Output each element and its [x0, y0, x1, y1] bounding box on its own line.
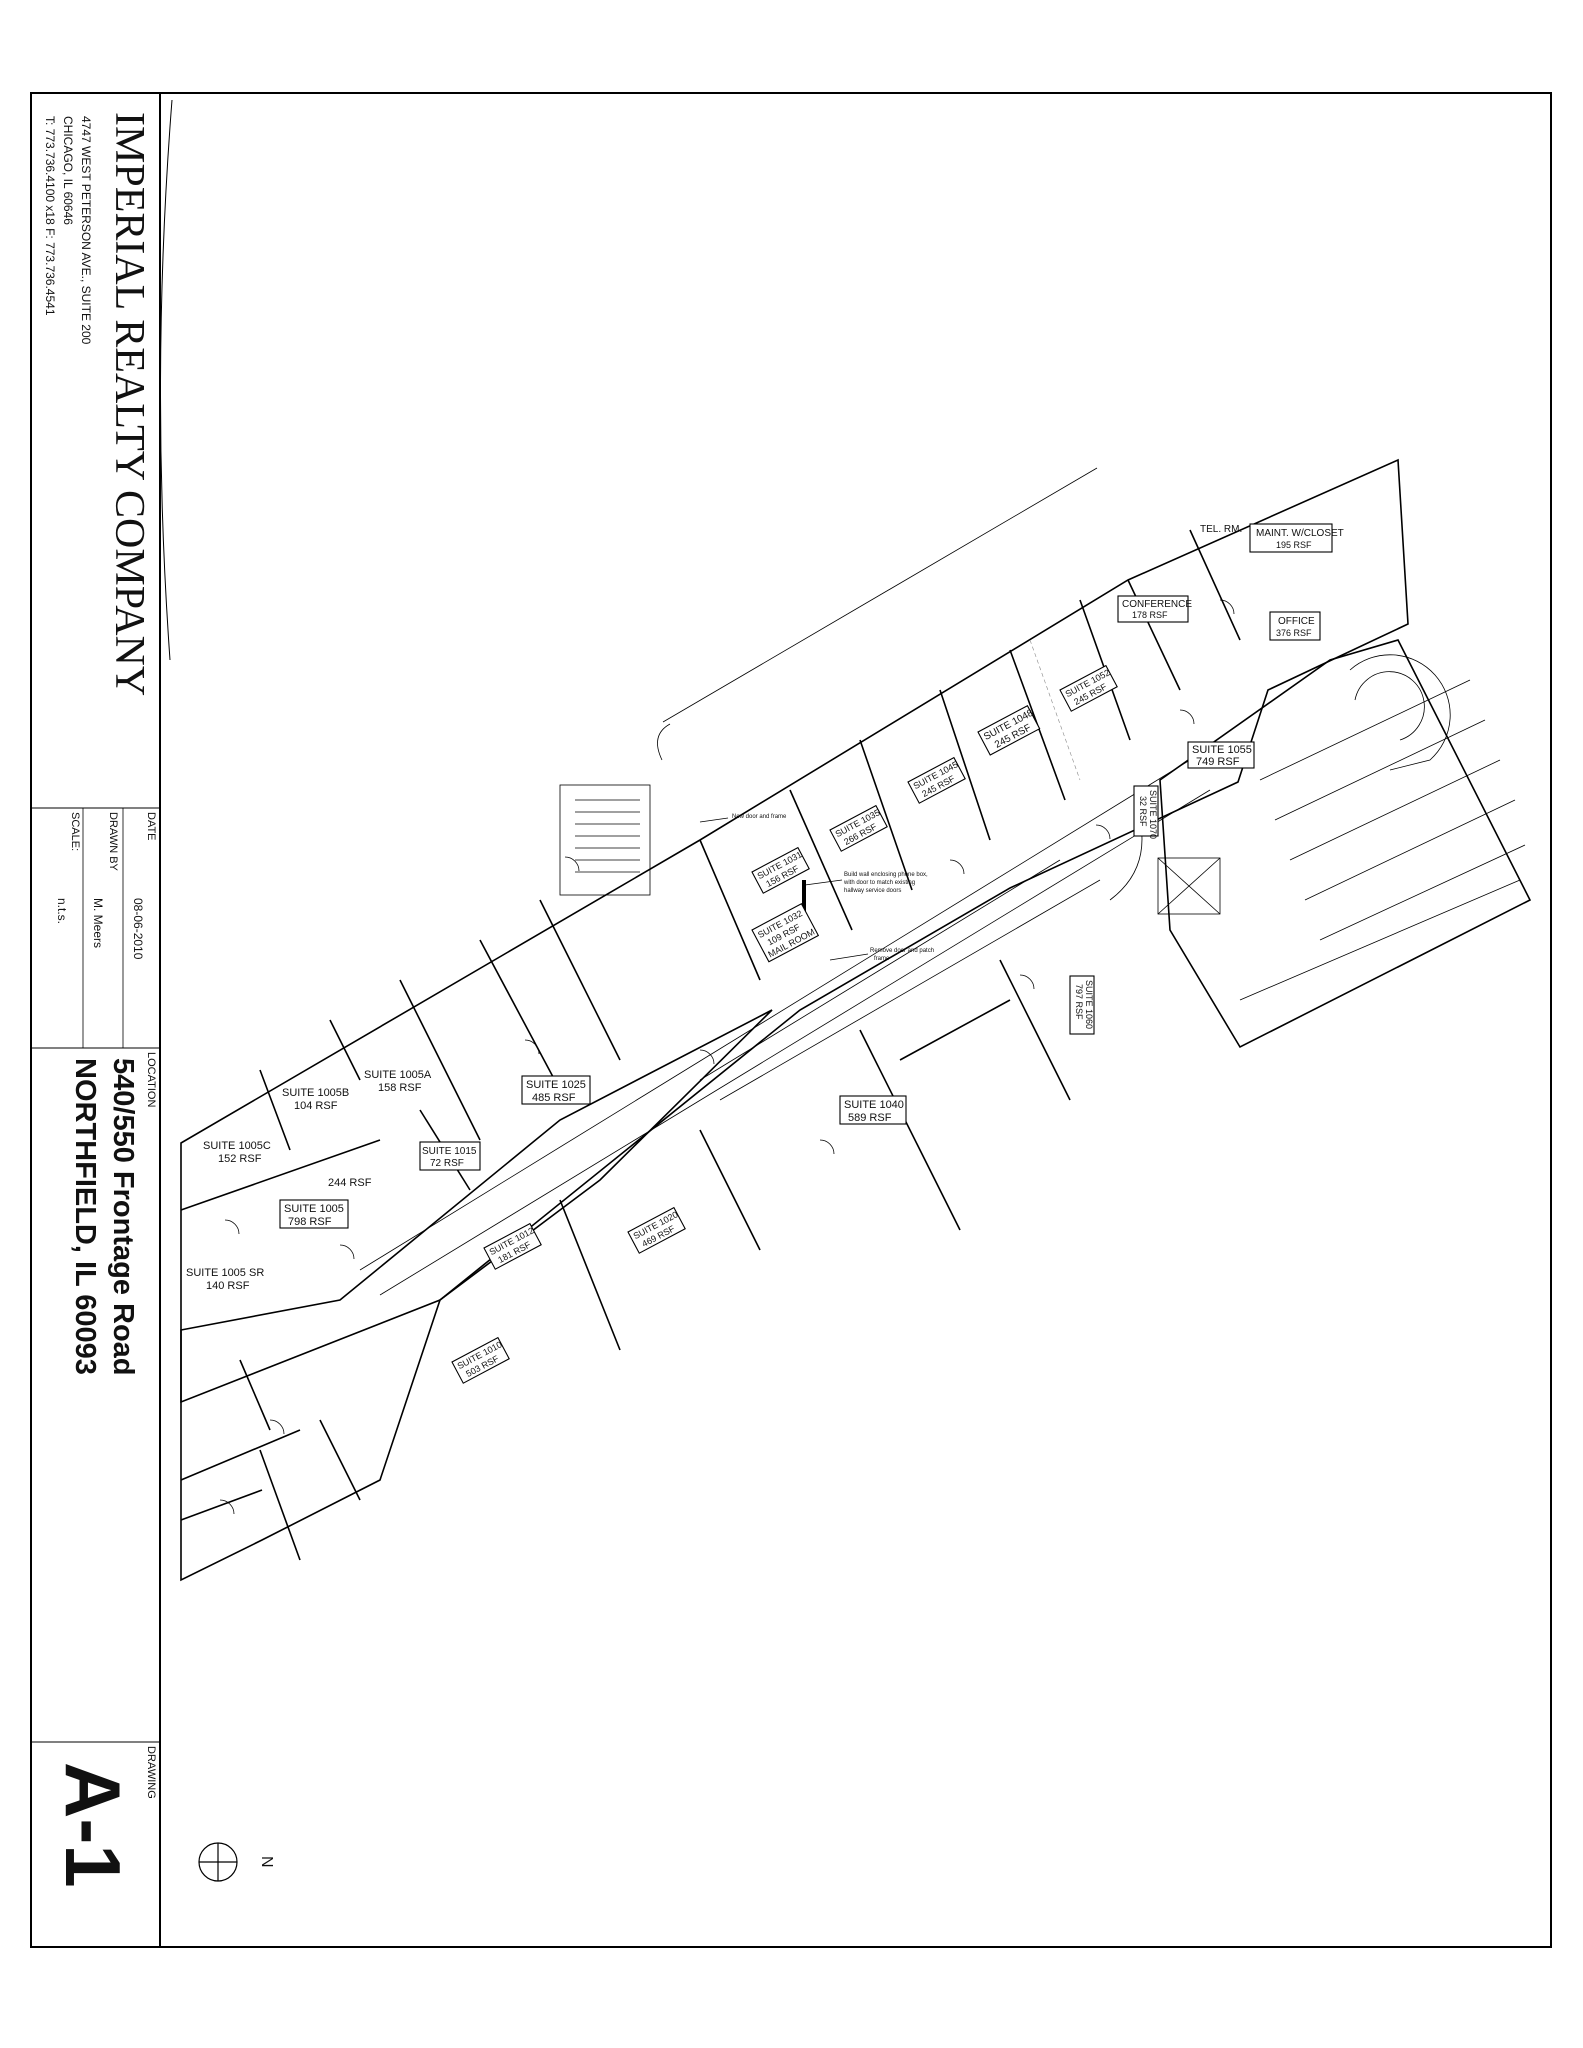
s1031-label: SUITE 1031 156 RSF	[751, 846, 810, 894]
date-label: DATE	[145, 812, 157, 841]
spiral-stair-inner	[1354, 671, 1425, 741]
conference-rsf: 178 RSF	[1132, 610, 1168, 620]
scale-value: n.t.s.	[55, 898, 69, 924]
s1005b-rsf: 104 RSF	[294, 1100, 338, 1112]
leader-remove-door	[829, 953, 869, 961]
building-outline	[180, 458, 1409, 1404]
maint-rsf: 195 RSF	[1276, 540, 1312, 550]
drawing-number: A-1	[49, 1762, 137, 1888]
s1040-name: SUITE 1040	[844, 1099, 904, 1111]
office-box	[1269, 611, 1321, 641]
address-line-2: CHICAGO, IL 60646	[61, 116, 75, 225]
s1005a-rsf: 158 RSF	[378, 1082, 422, 1094]
s1005c-name: SUITE 1005C	[203, 1140, 271, 1152]
s1045-label: SUITE 1045 245 RSF	[907, 756, 966, 804]
conference-name: CONFERENCE	[1122, 599, 1192, 610]
company-name: IMPERIAL REALTY COMPANY	[106, 112, 152, 696]
s1055-rsf: 749 RSF	[1196, 756, 1240, 768]
note-new-door: New door and frame	[732, 814, 787, 820]
stair-core	[559, 784, 651, 896]
s1010-label: SUITE 1010 503 RSF	[451, 1336, 510, 1384]
drawn-by-value: M. Meers	[91, 898, 105, 948]
drawn-by-label: DRAWN BY	[107, 812, 119, 872]
floor-plan	[180, 458, 1532, 1582]
north-arrow-letter: N	[258, 1856, 275, 1868]
s1052-label: SUITE 1052 245 RSF	[1059, 664, 1118, 712]
s1070-name: SUITE 1070	[1148, 790, 1158, 839]
wing-hatch	[1239, 679, 1526, 1001]
address-line-1: 4747 WEST PETERSON AVE., SUITE 200	[79, 116, 93, 345]
stair-treads	[575, 799, 640, 873]
s1070-rsf: 32 RSF	[1138, 796, 1148, 827]
s1040-box	[839, 1095, 907, 1125]
note-remove-door-1: Remove door and patch	[870, 948, 934, 954]
leader-new-door	[699, 817, 729, 823]
corridor-line-3	[699, 859, 1061, 1081]
maint-name: MAINT. W/CLOSET	[1256, 528, 1344, 539]
room-labels: TEL. RM. MAINT. W/CLOSET 195 RSF CONFERE…	[186, 523, 1344, 1384]
note-build-wall-1: Build wall enclosing phone box,	[844, 872, 928, 878]
s1015-rsf: 72 RSF	[430, 1158, 464, 1169]
s1070-box	[1133, 785, 1159, 837]
spiral-stair	[1349, 654, 1451, 771]
corridor-line-1	[359, 759, 1191, 1271]
s1025-box	[521, 1075, 591, 1105]
sheet-border	[30, 92, 1552, 1948]
s1005sr-name: SUITE 1005 SR	[186, 1267, 264, 1279]
s1060-name: SUITE 1060	[1084, 980, 1094, 1029]
s1005a-name: SUITE 1005A	[364, 1069, 432, 1081]
southwest-rooms	[180, 1359, 361, 1561]
s1015-name: SUITE 1015	[422, 1146, 477, 1157]
note-remove-door-2: frame	[874, 956, 890, 962]
lower-suite-partitions	[180, 899, 1071, 1351]
elevator-box	[1157, 857, 1221, 915]
s1055-name: SUITE 1055	[1192, 744, 1252, 756]
conference-box	[1117, 595, 1189, 623]
parking-curb	[657, 723, 671, 761]
s1005-rsf: 798 RSF	[288, 1216, 332, 1228]
s1005sr-rsf: 140 RSF	[206, 1280, 250, 1292]
location-line-1: 540/550 Frontage Road	[107, 1058, 139, 1376]
date-value: 08-06-2010	[131, 898, 145, 960]
upper-wing-outline	[1159, 639, 1532, 1049]
drawing-label: DRAWING	[145, 1746, 157, 1799]
s1005-box	[279, 1199, 349, 1229]
s1005-total-rsf: 244 RSF	[328, 1177, 372, 1189]
s1060-rsf: 797 RSF	[1074, 984, 1084, 1020]
office-rsf: 376 RSF	[1276, 628, 1312, 638]
s1012-label: SUITE 1012 181 RSF	[483, 1222, 542, 1270]
s1060-box	[1069, 975, 1095, 1035]
logo-swoosh	[159, 99, 173, 661]
corridor-line-2	[379, 789, 1211, 1296]
note-build-wall-2: with door to match existing	[843, 880, 915, 886]
tel-room-label: TEL. RM.	[1200, 524, 1242, 535]
note-build-wall-3: hallway service doors	[844, 888, 901, 894]
s1032-label: SUITE 1032 109 RSF MAIL ROOM	[751, 902, 820, 963]
s1040-rsf: 589 RSF	[848, 1112, 892, 1124]
s1035-label: SUITE 1035 266 RSF	[829, 804, 888, 852]
s1048-label: SUITE 1048 245 RSF	[977, 704, 1041, 756]
property-line	[662, 467, 1098, 723]
maint-box	[1249, 523, 1333, 553]
scale-label: SCALE:	[69, 812, 81, 851]
s1005c-rsf: 152 RSF	[218, 1153, 262, 1165]
s1025-name: SUITE 1025	[526, 1079, 586, 1091]
leader-build-wall	[804, 879, 843, 886]
corridor-line-4	[719, 879, 1101, 1101]
north-arrow: N	[198, 1842, 275, 1882]
s1025-rsf: 485 RSF	[532, 1092, 576, 1104]
door-swings	[219, 599, 1235, 1515]
location-label: LOCATION	[145, 1052, 157, 1107]
s1005-name: SUITE 1005	[284, 1203, 344, 1215]
office-name: OFFICE	[1278, 616, 1315, 627]
elevator-x2	[1157, 857, 1221, 915]
s1055-box	[1187, 741, 1255, 769]
s1005b-name: SUITE 1005B	[282, 1087, 349, 1099]
phone-line: T: 773.736.4100 x18 F: 773.736.4541	[43, 116, 57, 316]
s1020-label: SUITE 1020 469 RSF	[627, 1206, 686, 1254]
location-line-2: NORTHFIELD, IL 60093	[69, 1058, 101, 1375]
s1015-box	[419, 1141, 481, 1171]
